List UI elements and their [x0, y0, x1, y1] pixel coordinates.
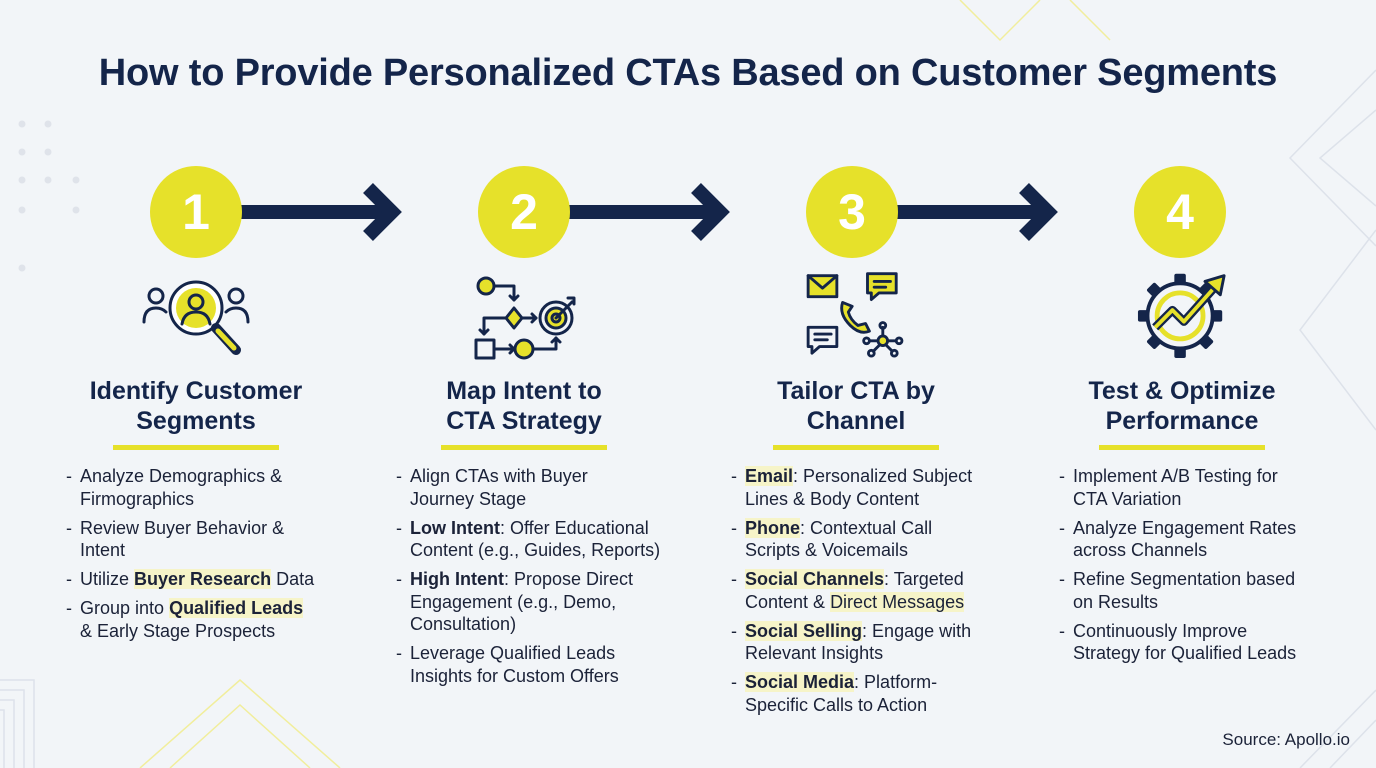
step-1-number: 1: [150, 166, 242, 258]
list-item: Analyze Demographics &Firmographics: [66, 465, 356, 510]
flowchart-target-icon: [474, 276, 576, 360]
step-3-underline: [773, 445, 939, 450]
step-4-number: 4: [1134, 166, 1226, 258]
page-title: How to Provide Personalized CTAs Based o…: [98, 52, 1278, 94]
step-4-underline: [1099, 445, 1265, 450]
user-search-icon: [142, 280, 250, 355]
step-2-number: 2: [478, 166, 570, 258]
arrow-right-icon: [568, 183, 730, 241]
gear-growth-icon: [1137, 273, 1226, 358]
step-3-number: 3: [806, 166, 898, 258]
arrow-right-icon: [240, 183, 402, 241]
list-item: Utilize Buyer Research Data: [66, 568, 356, 591]
step-2-underline: [441, 445, 607, 450]
step-1-underline: [113, 445, 279, 450]
list-item: Group into Qualified Leads& Early Stage …: [66, 597, 356, 642]
list-item: Social Media: Platform-Specific Calls to…: [731, 671, 1031, 716]
step-1-list: Analyze Demographics &Firmographics Revi…: [66, 465, 356, 649]
arrow-right-icon: [896, 183, 1058, 241]
communication-channels-icon: [806, 272, 904, 358]
source-credit: Source: Apollo.io: [1222, 730, 1350, 749]
list-item: Review Buyer Behavior &Intent: [66, 517, 356, 562]
